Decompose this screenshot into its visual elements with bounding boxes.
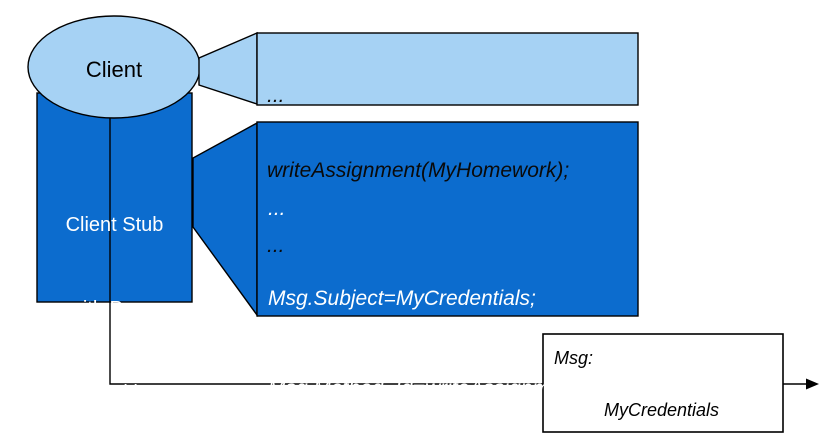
message-values: MyCredentials writeAssignment_Id MyHomew… (604, 345, 779, 440)
client-code-snippet: ... writeAssignment(MyHomework); ... (267, 33, 632, 308)
message-value: MyCredentials (604, 400, 720, 420)
code-line: Msg.Subject=MyCredentials; (268, 287, 536, 310)
stub-code-snippet: ... Msg.Subject=MyCredentials; Msg.Metho… (268, 134, 633, 440)
client-code-callout-wedge (198, 31, 258, 105)
code-line: writeAssignment(MyHomework); (267, 159, 570, 182)
client-code-callout-box (256, 32, 639, 106)
client-label: Client (85, 57, 143, 82)
client-stub-line: with Proxy (68, 298, 161, 320)
message-label: Msg: (554, 348, 594, 368)
code-line: ... (267, 84, 285, 107)
code-line: Msg.Method_Id=writeAssignment_Id; (268, 377, 615, 400)
client-stub-label: Client Stub with Proxy (here without PEP… (37, 155, 192, 440)
client-stub-line: (here without (56, 382, 173, 404)
stub-code-callout-wedge (192, 121, 258, 318)
code-line: ... (268, 197, 286, 220)
stub-code-callout-box (256, 121, 639, 317)
client-stub-box (36, 92, 193, 303)
code-line: ... (267, 234, 285, 257)
message-box (542, 333, 784, 433)
client-stub-line: Client Stub (65, 214, 164, 236)
arrowhead-icon (806, 378, 819, 390)
